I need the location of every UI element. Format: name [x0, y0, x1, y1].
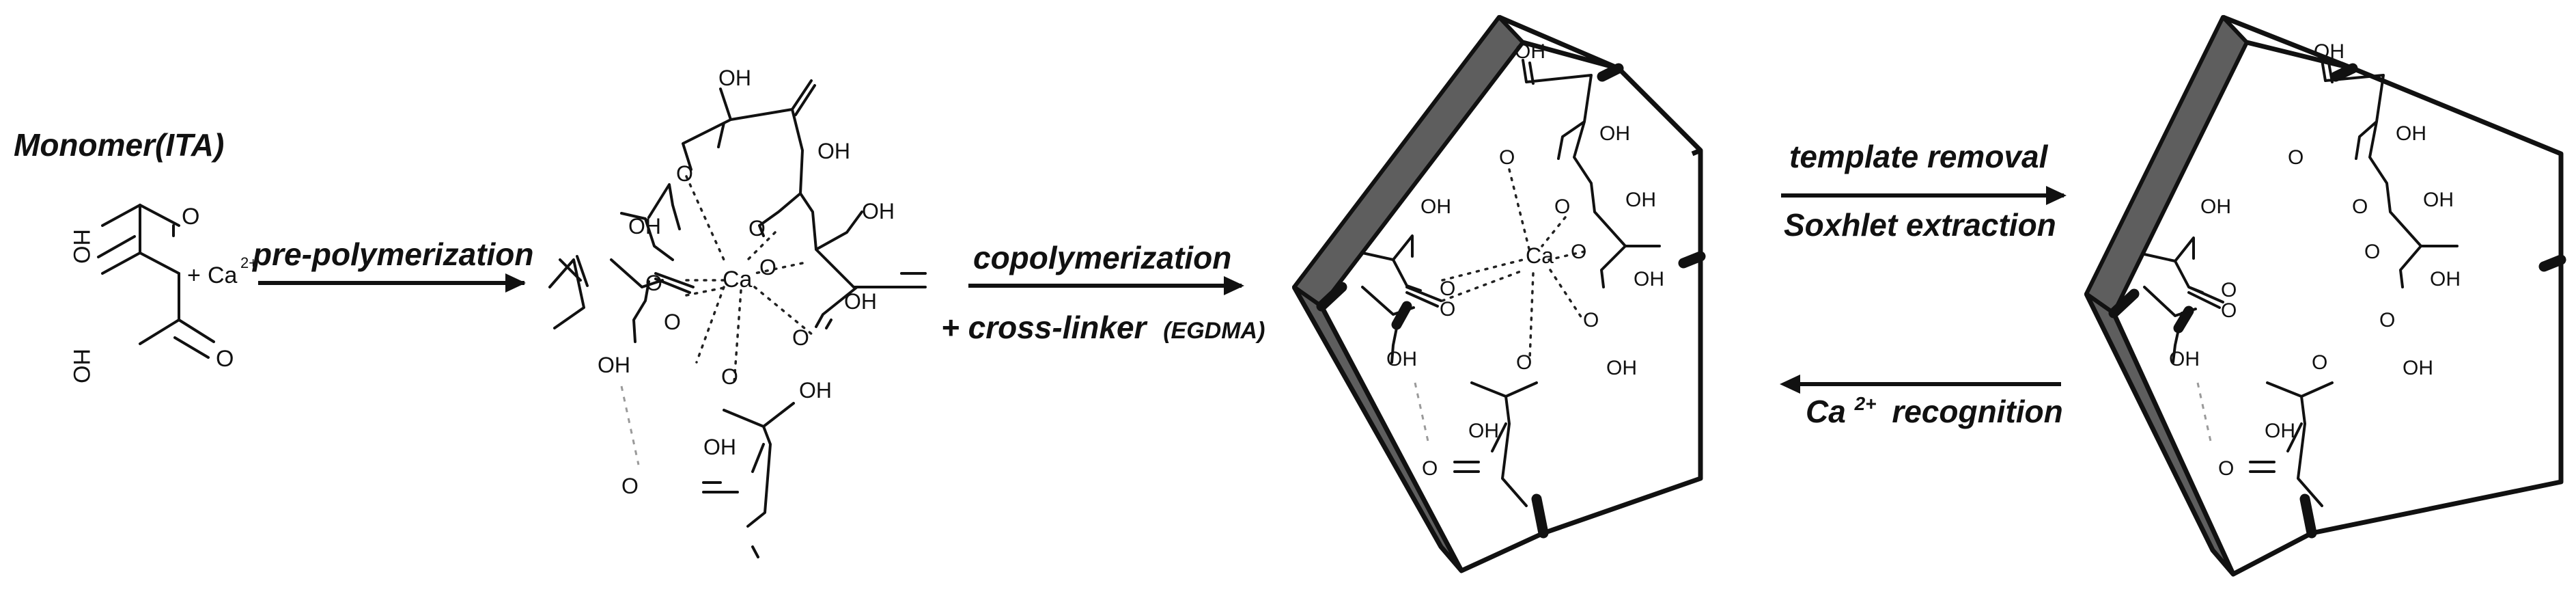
complex-o-3: O [759, 255, 776, 280]
cavity-oh-7: OH [2403, 357, 2433, 379]
cage-oh-6: OH [1386, 348, 1417, 370]
cage-shaded-face [1292, 15, 1525, 308]
cage-oh-7: OH [1606, 357, 1637, 379]
hydrogen-bond [620, 385, 640, 465]
complex-oh-6: OH [598, 353, 630, 377]
cavity-oh-5: OH [2430, 268, 2461, 290]
step-template-removal: template removal Soxhlet extraction [1781, 139, 2067, 243]
cage-oh-2: OH [1599, 122, 1630, 145]
plus-sign: + [187, 262, 201, 288]
cavity-struts [2108, 63, 2566, 539]
cavity-outline [2084, 14, 2564, 577]
monomer-group: Monomer(ITA) HO O HO O + Ca 2+ [14, 127, 257, 383]
arrow-1-head [505, 273, 526, 293]
calcium-ion-charge: 2+ [240, 254, 257, 271]
cavity-o-8: O [2218, 457, 2234, 480]
cage-o-3: O [1571, 241, 1586, 263]
cavity-oh-1: OH [2314, 40, 2344, 63]
cavity-o-3: O [2364, 241, 2380, 263]
complex-oh-2: OH [817, 139, 850, 163]
cavity-o-1: O [2288, 146, 2304, 169]
step2-label-line2: + cross-linker (EGDMA) [941, 310, 1265, 345]
step2-crosslinker-text: + cross-linker [941, 310, 1148, 345]
complex-oh-5: OH [844, 289, 877, 314]
cage-o-4: O [1440, 277, 1455, 300]
complex-o-2: O [748, 216, 766, 241]
complex-o-5: O [664, 310, 681, 334]
step3-label-line2: Soxhlet extraction [1784, 207, 2056, 243]
cavity-oh-8: OH [2265, 420, 2295, 442]
cavity-shaded-face [2084, 15, 2249, 315]
monomer-o-top: O [182, 204, 199, 230]
cavity-oh-3: OH [2423, 189, 2454, 211]
complex-oh-8: OH [703, 435, 736, 459]
imprinted-polymer-cavity: OH O OH O OH O OH O O OH O OH O OH OH O [2084, 14, 2566, 577]
arrow-4-head [1780, 375, 1800, 394]
cage-coordination-bonds [1441, 168, 1586, 360]
step3-label-line1: template removal [1789, 139, 2049, 174]
cavity-oh-4: OH [2200, 195, 2231, 218]
cage-oh-8: OH [1468, 420, 1499, 442]
step4-recognition-text: recognition [1892, 394, 2062, 429]
coordination-bonds [685, 175, 814, 384]
complex-ca: Ca [723, 267, 753, 293]
complex-oh-4: OH [628, 214, 661, 239]
step4-ion: Ca [1806, 394, 1846, 429]
cage-struts [1316, 63, 1706, 539]
imprinted-polymer-with-template: Ca OH O OH O OH O OH O O OH O OH O OH OH… [1291, 14, 1706, 573]
monomer-ho-bottom: HO [68, 349, 94, 383]
arrow-3-head [2046, 186, 2067, 205]
cage-o-8: O [1422, 457, 1438, 480]
complex-o-1: O [676, 161, 693, 186]
cage-oh-5: OH [1634, 268, 1664, 290]
step2-crosslinker-abbrev: (EGDMA) [1163, 318, 1265, 344]
monomer-o-bottom: O [216, 346, 234, 372]
complex-o-7: O [721, 364, 738, 389]
cage-template-bonds [1361, 59, 1661, 507]
monomer-label: Monomer(ITA) [14, 127, 224, 163]
complex-o-4: O [645, 271, 662, 295]
cage-outline [1291, 14, 1703, 573]
cage-o-7: O [1516, 351, 1532, 374]
step1-label: pre-polymerization [251, 236, 534, 272]
cavity-hydrogen-bond [2196, 382, 2213, 445]
cage-o-2: O [1554, 195, 1570, 218]
step-pre-polymerization: pre-polymerization [251, 236, 534, 293]
step-recognition: Ca 2+ recognition [1780, 375, 2063, 429]
cage-o-5: O [1440, 298, 1455, 321]
cage-o-6: O [1583, 309, 1599, 331]
monomer-bonds [97, 204, 215, 359]
complex-oh-1: OH [718, 66, 751, 90]
complex-o-6: O [792, 325, 809, 350]
cage-oh-3: OH [1625, 189, 1656, 211]
cavity-oh-2: OH [2396, 122, 2426, 145]
monomer-ho-top: HO [68, 229, 94, 264]
complex-oh-7: OH [799, 378, 832, 403]
step4-ion-charge: 2+ [1854, 393, 1877, 414]
prepolymer-complex: Ca OH O OH O OH O OH O O OH O OH O OH OH… [548, 66, 927, 558]
cavity-oh-6: OH [2169, 348, 2200, 370]
complex-bonds [548, 79, 927, 558]
cavity-bonds [2143, 59, 2459, 507]
cage-o-1: O [1499, 146, 1515, 169]
step4-label: Ca 2+ recognition [1806, 381, 2063, 429]
step2-label-line1: copolymerization [973, 240, 1231, 275]
complex-o-8: O [621, 474, 639, 498]
cage-hydrogen-bond [1414, 382, 1430, 445]
complex-oh-3: OH [862, 199, 895, 224]
calcium-ion: Ca [208, 262, 238, 288]
arrow-2-head [1224, 276, 1244, 295]
cavity-o-2: O [2352, 195, 2368, 218]
step-copolymerization: copolymerization + cross-linker (EGDMA) [941, 240, 1265, 345]
cavity-o-4: O [2221, 279, 2237, 301]
cage-oh-4: OH [1420, 195, 1451, 218]
cage-oh-1: OH [1515, 40, 1545, 63]
cavity-o-7: O [2312, 351, 2327, 374]
cavity-o-5: O [2221, 299, 2237, 322]
cavity-o-6: O [2379, 309, 2395, 331]
cage-ca: Ca [1526, 243, 1554, 268]
